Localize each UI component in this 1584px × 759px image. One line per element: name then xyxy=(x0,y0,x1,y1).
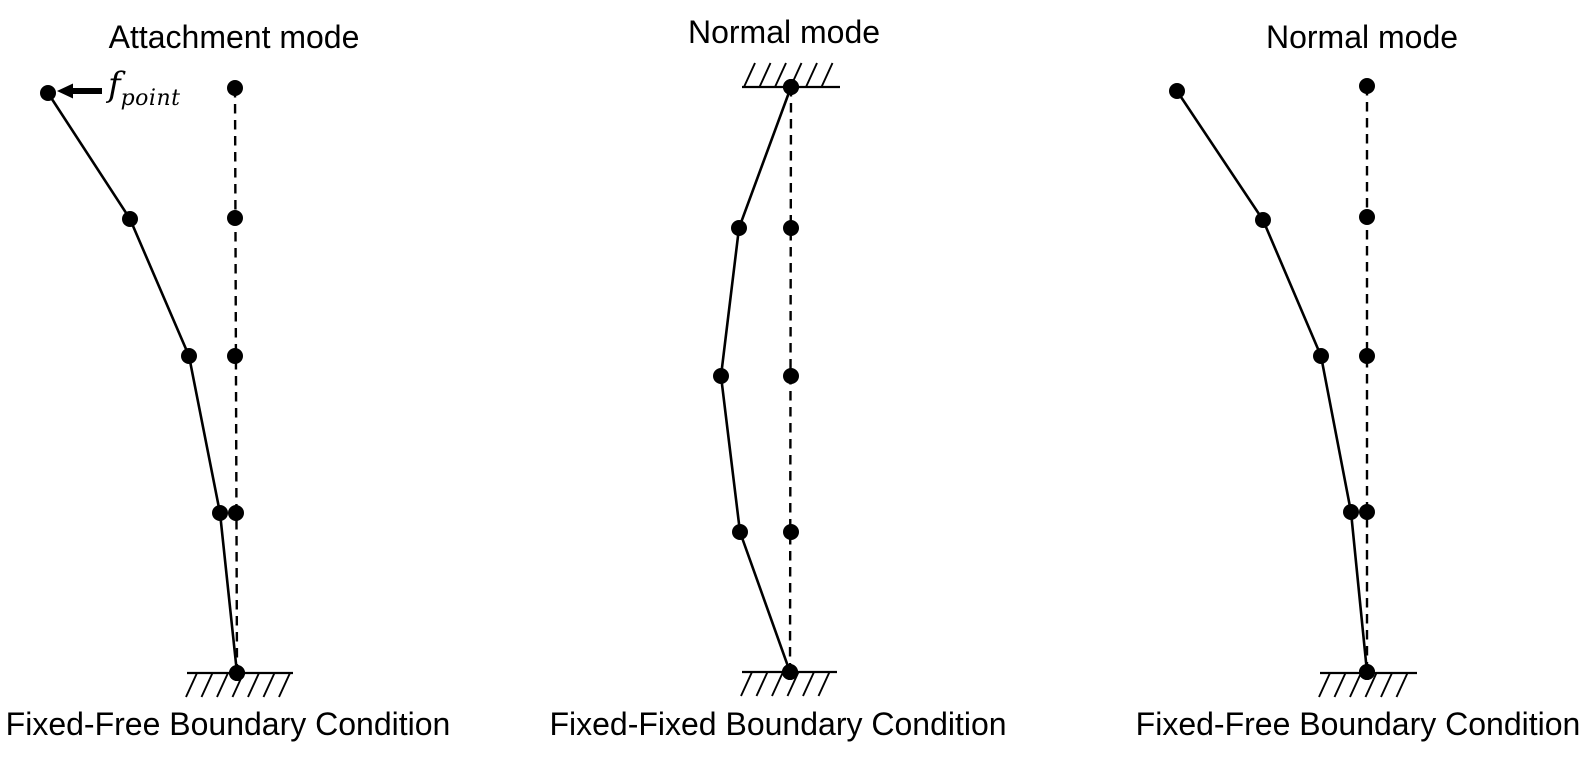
hatch-stroke xyxy=(755,671,769,697)
force-point-label: fpoint xyxy=(108,65,180,111)
node-dot xyxy=(713,368,729,384)
node-dot xyxy=(783,368,799,384)
node-dot xyxy=(783,220,799,236)
panel-normal-mode-fixed-fixed xyxy=(713,62,840,697)
point-force-arrow-icon xyxy=(57,83,102,99)
node-dot xyxy=(122,211,138,227)
node-dot xyxy=(731,220,747,236)
mode-shape-line xyxy=(46,92,239,674)
hatch-stroke xyxy=(185,672,198,698)
hatch-stroke xyxy=(820,62,834,88)
node-dot xyxy=(212,505,228,521)
node-dot xyxy=(1343,504,1359,520)
node-dot xyxy=(227,80,243,96)
node-dot xyxy=(229,665,245,681)
node-dot xyxy=(227,348,243,364)
hatch-stroke xyxy=(817,671,831,697)
panel-title: Attachment mode xyxy=(108,19,360,55)
arrow-head xyxy=(57,83,73,99)
hatch-stroke xyxy=(1395,672,1409,698)
hatch-stroke xyxy=(1318,672,1331,698)
node-dot xyxy=(227,210,243,226)
hatch-stroke xyxy=(740,671,753,697)
hatch-stroke xyxy=(771,671,784,697)
hatch-stroke xyxy=(262,672,276,698)
node-dot xyxy=(1169,83,1185,99)
mode-shape-polyline xyxy=(1175,90,1369,673)
node-dot xyxy=(1255,212,1271,228)
panel-caption: Fixed-Fixed Boundary Condition xyxy=(549,706,1007,742)
panel-normal-mode-fixed-free xyxy=(1169,78,1417,698)
hatch-stroke xyxy=(247,672,260,698)
hatch-stroke xyxy=(1349,672,1362,698)
force-symbol: f xyxy=(108,65,121,105)
node-dot xyxy=(782,664,798,680)
hatch-stroke xyxy=(216,672,229,698)
hatch-stroke xyxy=(774,62,787,88)
panel-caption: Fixed-Free Boundary Condition xyxy=(5,706,451,742)
undeformed-axis-dashed-line xyxy=(233,87,239,674)
hatch-stroke xyxy=(743,62,756,88)
node-dot xyxy=(1359,78,1375,94)
mode-shape-polyline xyxy=(46,92,239,674)
node-dot xyxy=(1359,664,1375,680)
node-dots xyxy=(713,79,799,680)
mode-shape-line xyxy=(719,86,793,673)
node-dot xyxy=(228,505,244,521)
dashed-axis-line xyxy=(233,87,239,674)
node-dot xyxy=(181,348,197,364)
panel-attachment-mode xyxy=(40,80,293,698)
node-dot xyxy=(783,79,799,95)
hatch-stroke xyxy=(200,672,214,698)
panel-title: Normal mode xyxy=(687,14,881,50)
hatch-stroke xyxy=(802,671,815,697)
hatch-stroke xyxy=(805,62,818,88)
node-dot xyxy=(783,524,799,540)
hatch-stroke xyxy=(1333,672,1347,698)
hatch-stroke xyxy=(1380,672,1393,698)
node-dots xyxy=(40,80,245,681)
node-dot xyxy=(40,85,56,101)
hatch-stroke xyxy=(758,62,772,88)
node-dot xyxy=(732,524,748,540)
node-dot xyxy=(1313,348,1329,364)
hatch-stroke xyxy=(278,672,291,698)
node-dots xyxy=(1169,78,1375,680)
mode-shape-line xyxy=(1175,90,1369,673)
force-subscript: point xyxy=(120,86,181,111)
panel-title: Normal mode xyxy=(1265,19,1459,55)
node-dot xyxy=(1359,209,1375,225)
hatch-stroke xyxy=(1364,672,1378,698)
node-dot xyxy=(1359,504,1375,520)
panel-caption: Fixed-Free Boundary Condition xyxy=(1135,706,1581,742)
node-dot xyxy=(1359,348,1375,364)
mode-shape-polyline xyxy=(719,86,793,673)
